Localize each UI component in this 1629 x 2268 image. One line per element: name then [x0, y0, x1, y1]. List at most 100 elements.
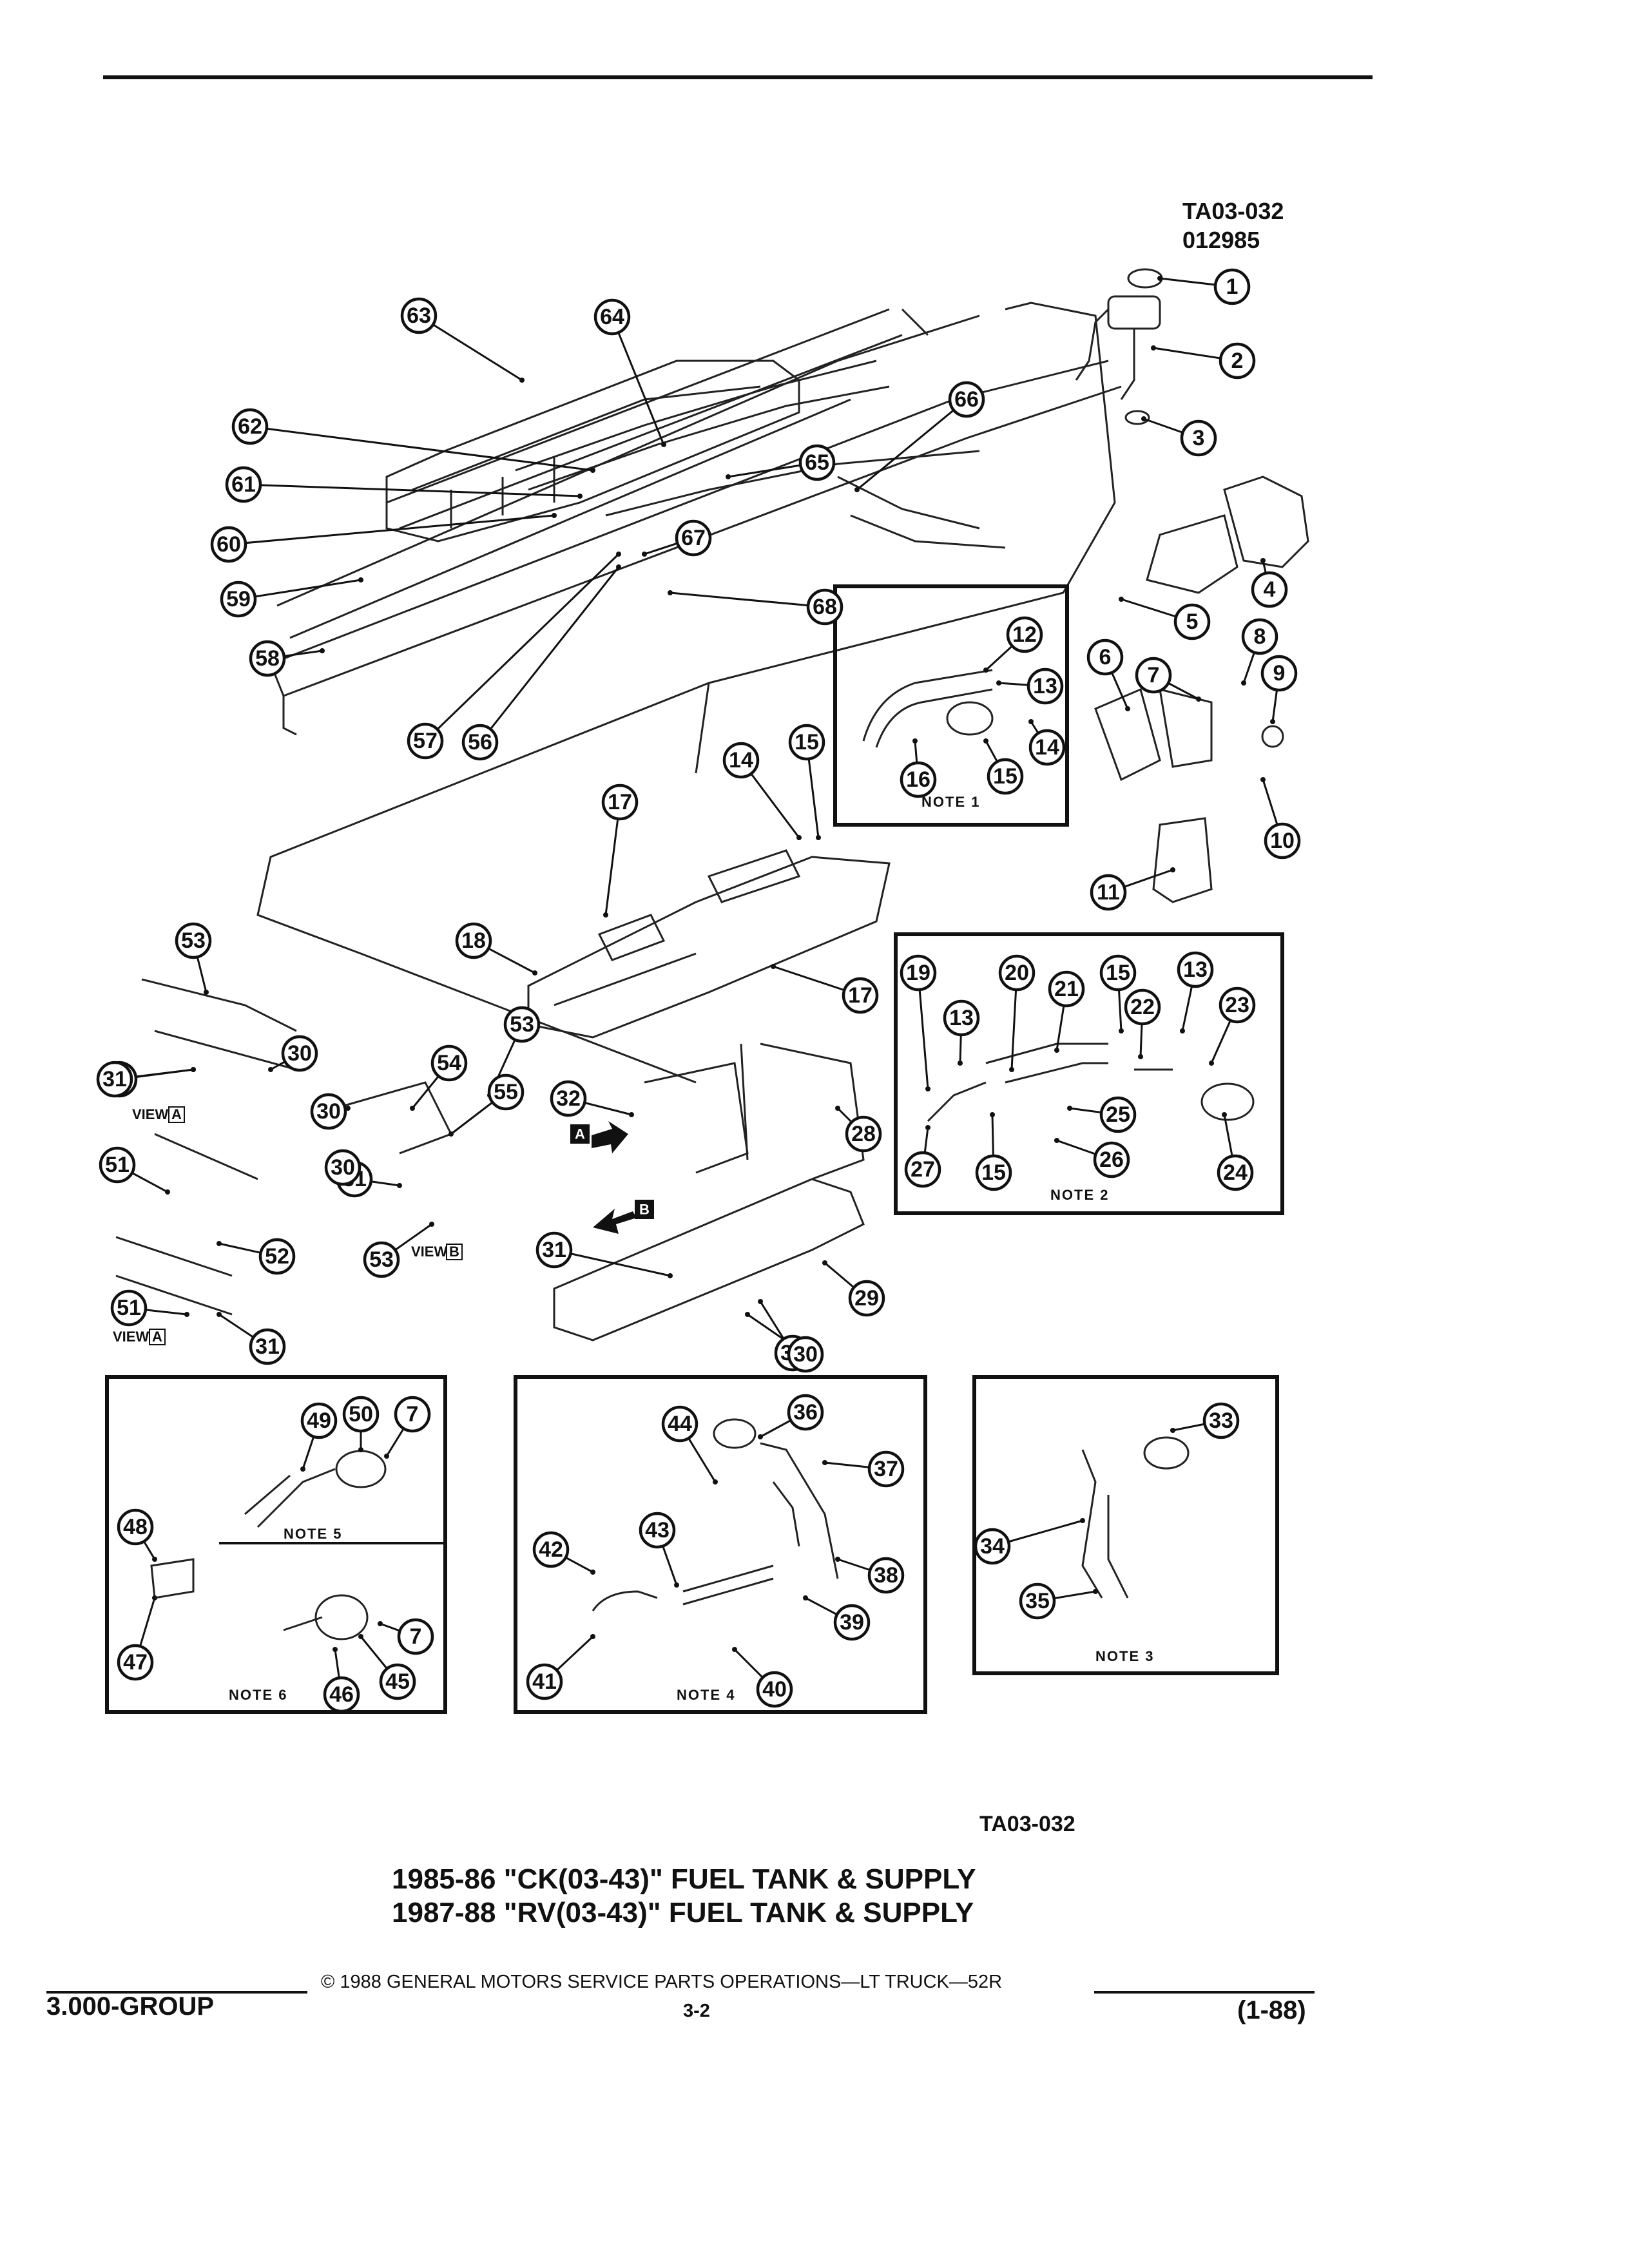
leader-arrowhead-3	[1141, 416, 1146, 421]
leader-arrowhead-13	[958, 1061, 963, 1066]
callout-number-33: 33	[1209, 1408, 1233, 1433]
callout-number-23: 23	[1225, 993, 1249, 1017]
callout-number-31: 31	[542, 1238, 566, 1262]
callout-circle-30	[787, 1336, 824, 1373]
leader-arrowhead-52	[217, 1241, 222, 1246]
callout-circle-51	[110, 1289, 148, 1327]
callout-number-31: 31	[255, 1334, 280, 1359]
callout-circle-14	[722, 742, 760, 779]
callout-circle-15	[975, 1154, 1012, 1191]
leader-arrowhead-14	[796, 835, 802, 840]
callout-number-49: 49	[307, 1408, 331, 1433]
leader-arrowhead-32	[629, 1112, 634, 1117]
chassis-frame-drawing	[269, 308, 1122, 736]
callout-circle-35	[1019, 1582, 1056, 1620]
callout-circle-63	[400, 297, 438, 334]
callout-number-43: 43	[645, 1518, 670, 1542]
footer-copyright: © 1988 GENERAL MOTORS SERVICE PARTS OPER…	[321, 1972, 1003, 1992]
view-labels: VIEW A VIEW B VIEW A	[113, 1106, 463, 1345]
leader-arrowhead-59	[358, 577, 363, 582]
callout-2: 2	[1219, 342, 1256, 380]
callout-7: 7	[394, 1396, 431, 1433]
callout-circle-44	[661, 1405, 699, 1443]
callout-circle-7	[1135, 657, 1172, 694]
callout-12: 12	[1006, 616, 1043, 653]
leader-arrowhead-26	[1054, 1138, 1059, 1143]
callout-number-34: 34	[980, 1534, 1005, 1559]
leader-arrowhead-39	[803, 1595, 808, 1600]
title-line-2: 1987-88 "RV(03-43)" FUEL TANK & SUPPLY	[392, 1897, 974, 1928]
leader-arrowhead-28	[835, 1106, 840, 1111]
leader-arrowhead-15	[990, 1112, 995, 1117]
leader-arrowhead-31	[668, 1273, 673, 1278]
note5-6-panel: NOTE 5 NOTE 6	[105, 1375, 447, 1714]
callout-number-28: 28	[851, 1122, 876, 1146]
callout-circle-48	[117, 1508, 154, 1546]
leader-arrowhead-7	[384, 1454, 389, 1459]
note2-label: NOTE 2	[1050, 1187, 1109, 1203]
callout-21: 21	[1048, 970, 1085, 1008]
callout-circle-6	[1086, 639, 1124, 676]
leader-arrowhead-50	[358, 1447, 363, 1452]
callout-number-40: 40	[762, 1677, 787, 1702]
footer-rule-left	[46, 1991, 307, 1994]
callout-4: 4	[1251, 571, 1288, 608]
callout-number-14: 14	[1035, 735, 1059, 760]
callout-64: 64	[593, 298, 631, 336]
callout-circle-5	[1173, 603, 1211, 640]
callout-number-60: 60	[217, 532, 241, 557]
leader-arrowhead-24	[1222, 1112, 1227, 1117]
callout-number-53: 53	[510, 1012, 534, 1037]
callout-62: 62	[231, 408, 269, 445]
callout-number-38: 38	[874, 1563, 898, 1588]
callout-number-15: 15	[981, 1160, 1006, 1185]
callout-circle-22	[1124, 988, 1161, 1026]
callout-55: 55	[487, 1073, 525, 1111]
leader-arrowhead-17	[603, 912, 608, 918]
callout-6: 6	[1086, 639, 1124, 676]
leader-line-17	[604, 802, 621, 916]
callout-number-6: 6	[1099, 645, 1112, 669]
callout-circle-55	[487, 1073, 525, 1111]
callout-35: 35	[1019, 1582, 1056, 1620]
callout-circle-2	[1219, 342, 1256, 380]
callout-5: 5	[1173, 603, 1211, 640]
callout-number-56: 56	[468, 730, 492, 754]
callout-number-13: 13	[1033, 674, 1057, 698]
leader-arrowhead-8	[1241, 680, 1246, 686]
leader-arrowhead-4	[1260, 558, 1266, 563]
callout-41: 41	[526, 1663, 563, 1700]
view-detail-drawings	[115, 978, 453, 1316]
callout-circle-16	[900, 761, 937, 798]
leader-arrowhead-16	[912, 738, 918, 744]
callout-circle-20	[998, 954, 1036, 992]
callout-circle-13	[1027, 668, 1064, 705]
leader-line-31	[554, 1249, 671, 1277]
callout-number-47: 47	[123, 1650, 148, 1675]
footer-group: 3.000-GROUP	[46, 1992, 215, 2021]
callout-circle-19	[900, 954, 937, 992]
leader-line-68	[670, 591, 825, 608]
leader-arrowhead-25	[1067, 1106, 1072, 1111]
callout-number-68: 68	[813, 595, 837, 619]
callout-31: 31	[535, 1231, 573, 1269]
callout-number-51: 51	[117, 1296, 141, 1320]
callout-22: 22	[1124, 988, 1161, 1026]
callout-38: 38	[867, 1557, 905, 1594]
leader-arrowhead-40	[732, 1647, 737, 1652]
leader-arrowhead-47	[152, 1595, 157, 1600]
callout-circle-30	[324, 1149, 361, 1186]
callout-number-53: 53	[369, 1247, 394, 1272]
callout-63: 63	[400, 297, 438, 334]
leader-arrowhead-23	[1209, 1061, 1214, 1066]
callout-7: 7	[1135, 657, 1172, 694]
callout-number-27: 27	[911, 1157, 935, 1182]
leader-arrowhead-7	[378, 1621, 383, 1626]
callout-number-59: 59	[226, 587, 251, 611]
callout-number-2: 2	[1231, 349, 1244, 373]
callout-53: 53	[363, 1241, 400, 1278]
title-line-1: 1985-86 "CK(03-43)" FUEL TANK & SUPPLY	[392, 1863, 976, 1895]
note1-label: NOTE 1	[921, 794, 980, 810]
callout-36: 36	[787, 1394, 824, 1431]
callout-53: 53	[175, 922, 212, 959]
